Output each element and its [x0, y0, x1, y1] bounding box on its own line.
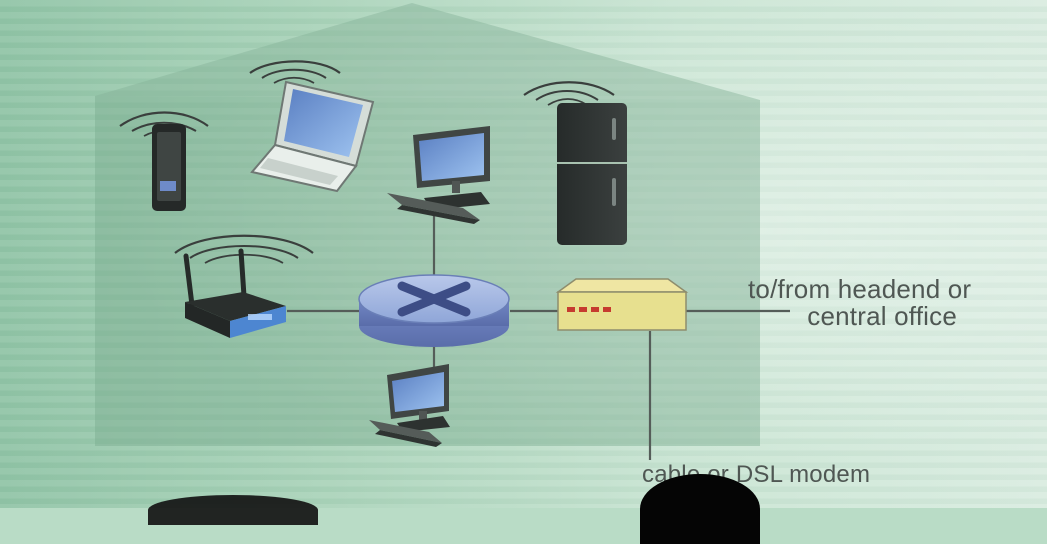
desktop-computer-top-icon: [387, 126, 490, 224]
refrigerator-icon: [523, 81, 627, 245]
network-links: [287, 212, 790, 460]
network-diagram: [119, 60, 790, 460]
router-icon: [358, 274, 510, 347]
headend-label-line-1: to/from headend or: [748, 274, 972, 304]
projected-slide-background: [0, 0, 1047, 508]
audience-head-silhouette: [640, 474, 760, 544]
audience-shoulder-silhouette: [148, 495, 318, 525]
headend-label: to/from headend or central office: [748, 274, 972, 332]
laptop-icon: [249, 60, 375, 193]
wireless-router-icon: [174, 234, 314, 338]
desktop-computer-bottom-icon: [369, 364, 450, 447]
smartphone-icon: [119, 111, 209, 211]
projector-glow: [0, 0, 1047, 508]
headend-label-line-2: central office: [807, 301, 958, 332]
modem-icon: [555, 278, 689, 331]
